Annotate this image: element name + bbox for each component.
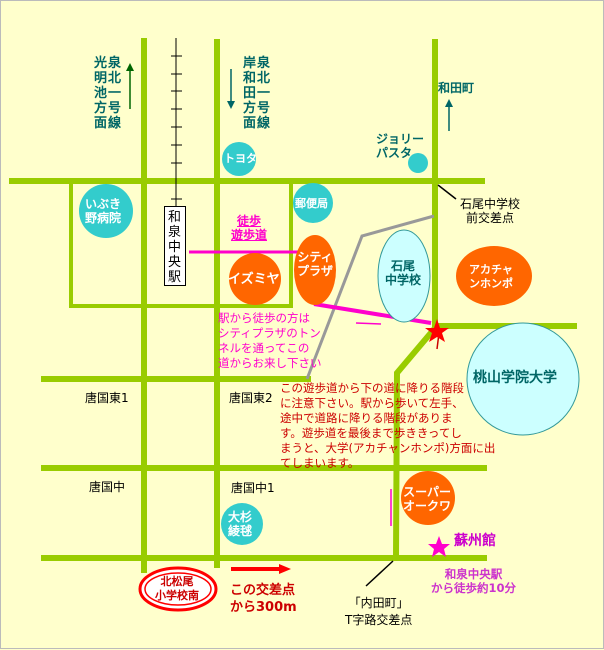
akachan-label: アカチャ: [469, 263, 513, 276]
note-line: から300m: [230, 600, 297, 615]
road: [69, 181, 293, 308]
destination-star-icon: [425, 319, 449, 342]
note-line: 途中で道路に降りる階段がありま: [280, 411, 453, 425]
ishio-intersection-label: 前交差点: [466, 211, 515, 225]
walkway-label: 遊歩道: [231, 228, 268, 242]
izumiya-marker: [229, 253, 281, 305]
okuwa-marker: [401, 471, 455, 525]
note-line: 道からお来し下さい: [218, 356, 322, 370]
post-office-label: 郵便局: [295, 197, 328, 210]
note-line: ネルを通ってこの: [218, 341, 310, 355]
okuwa-label: スーパー: [403, 485, 451, 499]
toyota-label: トヨタ: [224, 152, 257, 165]
note-line: シティプラザのトン: [218, 326, 321, 340]
post-office-marker: [293, 183, 333, 223]
uchidacho-label: 「内田町」: [348, 596, 409, 610]
jolly-pasta-marker: [408, 153, 428, 173]
toyota-marker: [222, 142, 256, 176]
soshukan-label: 蘇州館: [454, 533, 496, 549]
osugi-marker: [221, 503, 263, 545]
station-name: 和泉中央駅: [168, 210, 182, 285]
city-plaza-label: シティ: [297, 250, 333, 264]
station-box: 和泉中央駅: [164, 206, 186, 286]
route-label: 泉北一号線: [257, 56, 271, 131]
city-plaza-marker: [294, 235, 336, 305]
intersection-label: 唐国東2: [229, 391, 273, 405]
note-line: この遊歩道から下の道に降りる階段: [280, 381, 464, 395]
walkway-label: 徒歩: [237, 214, 262, 228]
kitamatsuo-label: 北松尾: [160, 575, 194, 588]
route-label: 光明池方面: [94, 56, 108, 131]
jolly-label: ジョリー: [376, 132, 425, 146]
okuwa-label: オークワ: [403, 499, 452, 513]
tunnel-note: 駅から徒歩の方はシティプラザのトンネルを通ってこの道からお来し下さい: [218, 311, 322, 371]
walk-time-note: 和泉中央駅から徒歩約10分: [431, 567, 516, 595]
note-line: てしまいます。: [280, 456, 360, 470]
stairs-note: この遊歩道から下の道に降りる階段に注意下さい。駅から歩いて左手、途中で道路に降り…: [280, 381, 495, 471]
ibuki-label: 野病院: [85, 211, 122, 225]
route-label: 泉北一号線: [108, 56, 122, 131]
arrows: [126, 63, 457, 587]
city-plaza-label: プラザ: [297, 264, 334, 278]
momoyama-label: 桃山学院大学: [473, 370, 557, 386]
akachan-label: ンホンポ: [469, 277, 513, 290]
route-label: 岸和田方面: [243, 56, 257, 131]
road: [393, 326, 438, 559]
note-line: に注意下さい。駅から歩いて左手、: [280, 396, 464, 410]
ibuki-label: いぶき: [85, 197, 122, 211]
jolly-label: パスタ: [376, 146, 413, 160]
momoyama-marker: [466, 322, 580, 436]
ibuki-hospital-marker: [79, 184, 133, 238]
osugi-label: 綾毬: [228, 524, 253, 538]
note-line: この交差点: [230, 583, 296, 598]
ishio-intersection-label: 石尾中学校: [460, 197, 521, 211]
note-line: 駅から徒歩の方は: [218, 311, 310, 325]
ishio-school-marker: [377, 229, 431, 323]
izumiya-label: イズミヤ: [228, 272, 280, 287]
osugi-label: 大杉: [228, 510, 253, 524]
school-label: 石尾: [391, 259, 416, 273]
kitamatsuo-marker: [138, 566, 218, 612]
note-line: す。遊歩道を最後まで歩ききってし: [280, 426, 462, 440]
note-line: から徒歩約10分: [431, 581, 517, 595]
wadacho-label: 和田町: [438, 81, 475, 95]
note-line: まうと、大学(アカチャンホンポ)方面に出: [280, 441, 496, 455]
gray-path: [305, 214, 435, 380]
soshukan-star-icon: [428, 536, 450, 557]
akachan-marker: [456, 246, 532, 306]
landmark-shapes: [79, 142, 580, 612]
intersection-label: 唐国東1: [85, 391, 129, 405]
school-label: 中学校: [385, 273, 422, 287]
intersection-label: 唐国中1: [231, 481, 275, 495]
railway: [171, 38, 182, 207]
distance-note: この交差点から300m: [230, 582, 297, 616]
kitamatsuo-label: 小学校南: [155, 589, 199, 602]
note-line: 和泉中央駅: [444, 567, 503, 581]
intersection-label: 唐国中: [89, 480, 126, 494]
uchidacho-label: T字路交差点: [345, 613, 413, 627]
